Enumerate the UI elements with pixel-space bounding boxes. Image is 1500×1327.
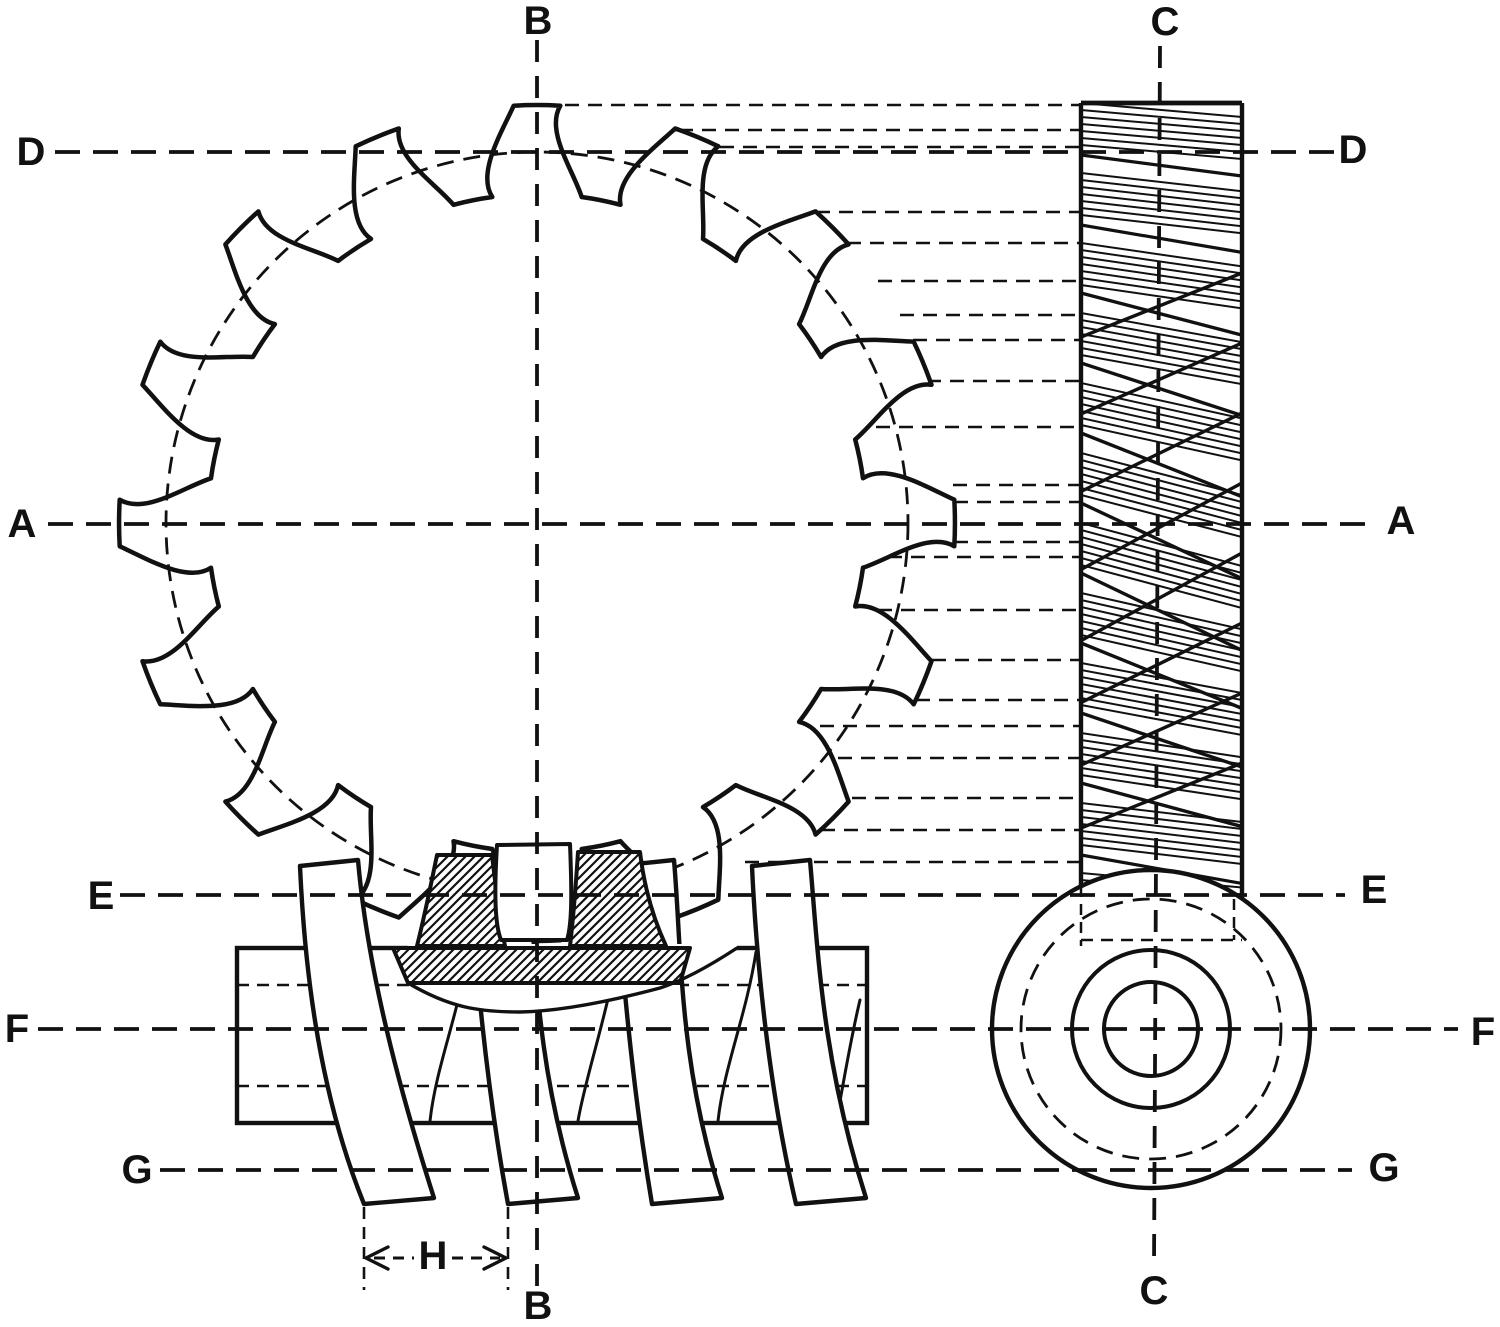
reference-labels: A A B B C C D D E E F F G G H — [5, 0, 1495, 1327]
label-c-top: C — [1151, 0, 1180, 44]
h-dimension — [362, 1207, 510, 1290]
label-e-right: E — [1361, 868, 1388, 912]
label-a-left: A — [8, 502, 37, 546]
label-g-left: G — [121, 1148, 152, 1192]
label-b-bottom: B — [524, 1284, 553, 1327]
reference-axes — [38, 40, 1458, 1288]
label-f-right: F — [1471, 1010, 1495, 1054]
wheel-tooth-section — [391, 842, 739, 1014]
label-b-top: B — [524, 0, 553, 43]
label-c-bottom: C — [1140, 1269, 1169, 1313]
label-g-right: G — [1368, 1146, 1399, 1190]
label-h-dim: H — [419, 1234, 448, 1278]
rim-tooth-hatching — [1081, 103, 1242, 940]
label-f-left: F — [5, 1007, 29, 1051]
label-a-right: A — [1387, 499, 1416, 543]
label-d-left: D — [17, 130, 46, 174]
label-e-left: E — [88, 874, 115, 918]
label-d-right: D — [1339, 128, 1368, 172]
drawing-geometry — [38, 40, 1458, 1290]
